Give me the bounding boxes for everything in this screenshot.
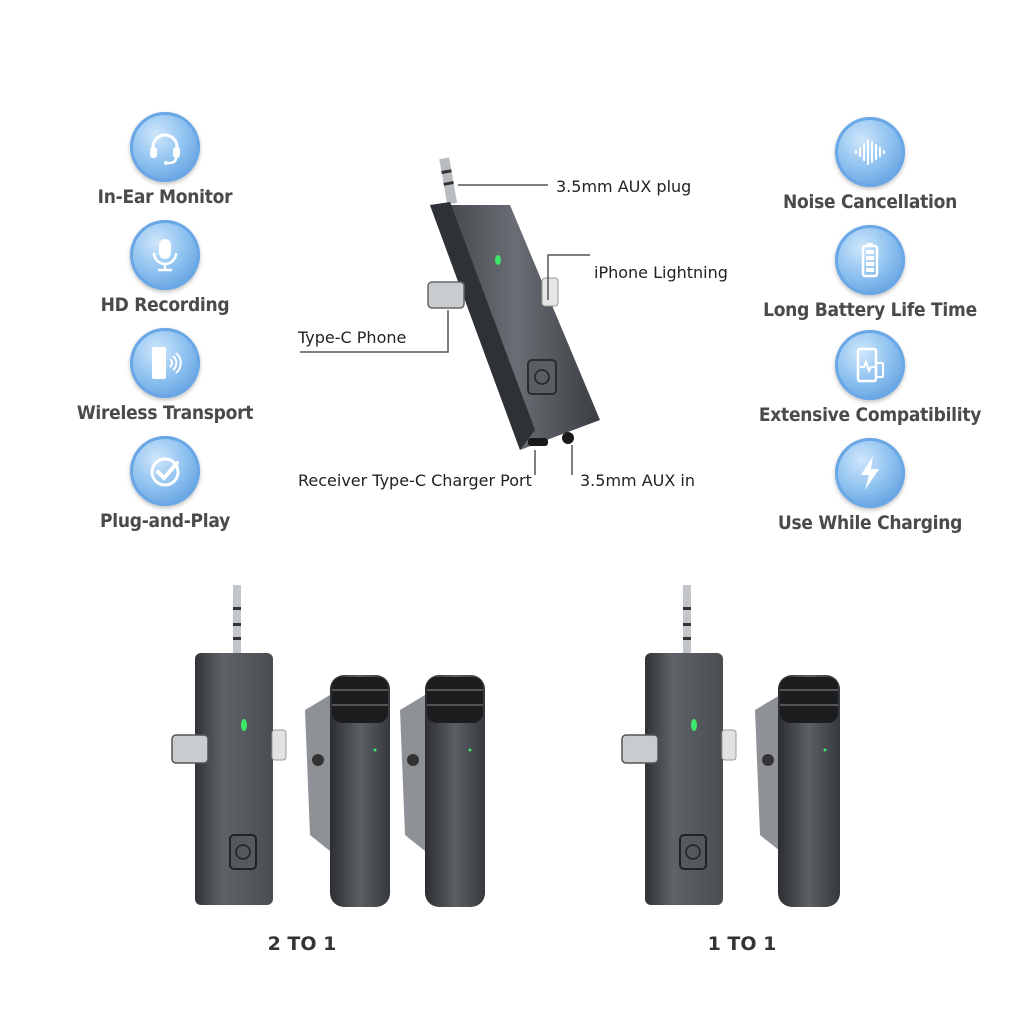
caption-two-to-one: 2 TO 1 — [267, 933, 337, 955]
aux-plug — [439, 157, 458, 205]
phone-wireless-icon — [130, 328, 200, 398]
feature-label: Plug-and-Play — [99, 510, 230, 532]
phone-signal-icon — [835, 330, 905, 400]
callout-aux-in: 3.5mm AUX in — [580, 471, 695, 490]
checkmark-icon — [130, 436, 200, 506]
microphone-transmitter-1 — [305, 675, 390, 907]
callout-charger-port: Receiver Type-C Charger Port — [298, 471, 532, 490]
feature-hd-recording: HD Recording — [35, 220, 295, 316]
battery-icon — [835, 225, 905, 295]
led-indicator — [495, 255, 501, 265]
receiver-diagram — [300, 157, 600, 475]
feature-noise-cancellation: Noise Cancellation — [740, 117, 1000, 213]
feature-label: In-Ear Monitor — [97, 186, 233, 208]
microphone-transmitter-2 — [400, 675, 485, 907]
receiver — [621, 585, 737, 905]
feature-label: Extensive Compatibility — [758, 404, 982, 426]
feature-wireless-transport: Wireless Transport — [35, 328, 295, 424]
lightning-bolt-icon — [835, 438, 905, 508]
power-button — [527, 359, 557, 395]
feature-use-while-charging: Use While Charging — [740, 438, 1000, 534]
feature-battery-life: Long Battery Life Time — [740, 225, 1000, 321]
caption-one-to-one: 1 TO 1 — [707, 933, 777, 955]
callout-aux-plug: 3.5mm AUX plug — [556, 177, 692, 196]
headset-icon — [130, 112, 200, 182]
lightning-connector — [541, 277, 559, 307]
set-one-to-one — [621, 585, 840, 907]
feature-in-ear-monitor: In-Ear Monitor — [35, 112, 295, 208]
microphone-transmitter — [755, 675, 840, 907]
sound-wave-icon — [835, 117, 905, 187]
feature-label: HD Recording — [100, 294, 230, 316]
feature-label: Use While Charging — [777, 512, 963, 534]
set-two-to-one — [171, 585, 485, 907]
callout-iphone-lightning: iPhone Lightning — [594, 263, 728, 282]
receiver — [171, 585, 287, 905]
feature-label: Noise Cancellation — [782, 191, 958, 213]
feature-label: Wireless Transport — [76, 402, 254, 424]
typec-connector — [427, 281, 465, 309]
feature-compatibility: Extensive Compatibility — [740, 330, 1000, 426]
feature-label: Long Battery Life Time — [763, 299, 977, 321]
microphone-icon — [130, 220, 200, 290]
feature-plug-and-play: Plug-and-Play — [35, 436, 295, 532]
callout-typec-phone: Type-C Phone — [298, 328, 407, 347]
